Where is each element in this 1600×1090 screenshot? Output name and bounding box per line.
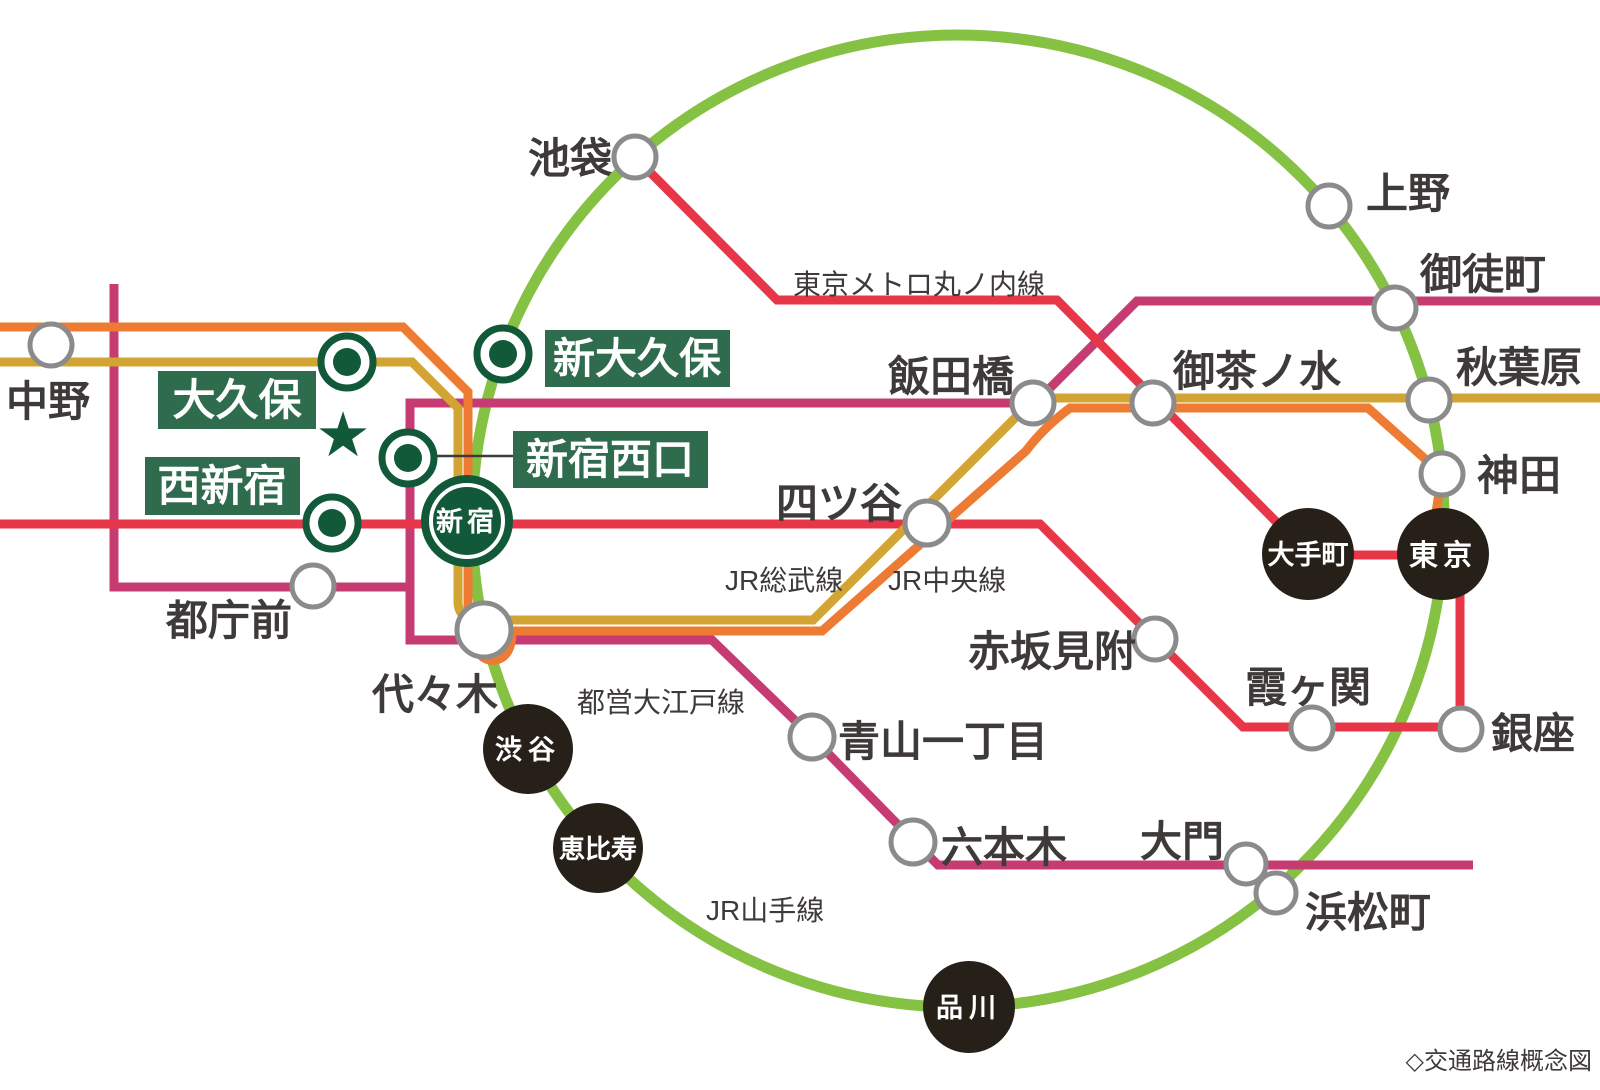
station-yoyogi-marker [454, 600, 514, 660]
station-okubo-label: 大久保 [173, 377, 303, 425]
oedo-line-label: 都営大江戸線 [577, 687, 745, 718]
station-shibuya-label: 渋谷 [495, 735, 561, 765]
shinjuku-nishiguchi-box [513, 431, 708, 488]
station-tokyo-label: 東京 [1409, 538, 1477, 572]
station-aoyama-itchome-label: 青山一丁目 [838, 718, 1048, 765]
station-ochanomizu-marker [1129, 379, 1177, 427]
station-ueno-marker [1305, 182, 1353, 230]
station-kanda-label: 神田 [1477, 452, 1561, 499]
station-akihabara-label: 秋葉原 [1456, 344, 1582, 391]
station-ochanomizu-label: 御茶ノ水 [1172, 348, 1342, 395]
shibuya-disc [483, 704, 573, 794]
station-akihabara-marker [1405, 376, 1453, 424]
shinjuku-inner-ring [429, 483, 505, 559]
station-otemachi-marker: 大手町 [1262, 508, 1354, 600]
station-shin-okubo-marker [473, 324, 533, 384]
station-okubo-marker [317, 332, 377, 392]
nishi-shinjuku-box [145, 457, 300, 515]
station-daimon-label: 大門 [1140, 818, 1224, 865]
marunouchi-line-label: 東京メトロ丸ノ内線 [793, 269, 1045, 300]
star-icon: ★ [315, 401, 371, 470]
station-ginza-marker [1437, 705, 1485, 753]
station-ueno-label: 上野 [1366, 170, 1450, 217]
chuo-line-label: JR中央線 [888, 565, 1006, 596]
yamanote-line-label: JR山手線 [706, 895, 824, 926]
station-kasumigaseki-label: 霞ヶ関 [1245, 664, 1371, 711]
ebisu-disc [553, 803, 643, 893]
station-otemachi-label: 大手町 [1268, 540, 1349, 570]
station-tokyo-marker: 東京 [1397, 508, 1489, 600]
station-shibuya-marker: 渋谷 [483, 704, 573, 794]
station-nishi-shinjuku-label: 西新宿 [158, 463, 287, 511]
station-ginza-label: 銀座 [1491, 710, 1575, 757]
station-shinagawa-label: 品川 [936, 993, 1002, 1023]
station-iidabashi-marker [1009, 379, 1057, 427]
station-ikebukuro-label: 池袋 [528, 135, 612, 182]
station-okachimachi-marker [1371, 284, 1419, 332]
station-roppongi-marker [888, 817, 938, 867]
station-ebisu-label: 恵比寿 [559, 834, 637, 864]
tokyo-disc [1397, 508, 1489, 600]
station-nakano-marker [27, 321, 75, 369]
map-caption: ◇交通路線概念図 [1406, 1048, 1592, 1075]
station-iidabashi-label: 飯田橋 [888, 353, 1014, 400]
sobu-line-label: JR総武線 [725, 565, 843, 596]
okubo-box [158, 371, 316, 429]
shin-okubo-box [545, 330, 730, 387]
station-nakano-label: 中野 [6, 378, 90, 425]
station-akasaka-mitsuke-label: 赤坂見附 [968, 628, 1136, 675]
shin-okubo-label-box: 新大久保 [545, 330, 730, 387]
station-yotsuya-marker [902, 498, 952, 548]
nishi-shinjuku-label-box: 西新宿 [145, 457, 300, 515]
okubo-dot [333, 348, 361, 376]
shinjuku-disc [421, 475, 513, 567]
station-nishi-shinjuku-marker [302, 493, 362, 553]
station-ikebukuro-marker [611, 133, 659, 181]
station-ebisu-marker: 恵比寿 [553, 803, 643, 893]
station-hamamatsucho-label: 浜松町 [1305, 889, 1431, 936]
station-aoyama-itchome-marker [787, 712, 837, 762]
okubo-label-box: 大久保 [158, 371, 316, 429]
station-tochomae-label: 都庁前 [165, 597, 292, 644]
station-tochomae-marker [289, 562, 337, 610]
station-kasumigaseki-marker [1288, 704, 1336, 752]
station-shinagawa-marker: 品川 [923, 961, 1015, 1053]
station-hamamatsucho-marker [1253, 870, 1299, 916]
shin-okubo-dot [489, 340, 517, 368]
station-shinjuku-nishiguchi-label: 新宿西口 [526, 436, 694, 483]
shinjuku-nishiguchi-label-box: 新宿西口 [513, 431, 708, 488]
otemachi-disc [1262, 508, 1354, 600]
station-shin-okubo-label: 新大久保 [553, 335, 722, 382]
station-shinjuku-label: 新宿 [436, 506, 498, 537]
nishi-shinjuku-dot [318, 509, 346, 537]
station-kanda-marker [1418, 450, 1466, 498]
station-akasaka-mitsuke-marker [1131, 615, 1179, 663]
station-okachimachi-label: 御徒町 [1419, 251, 1546, 298]
shinagawa-disc [923, 961, 1015, 1053]
station-yoyogi-label: 代々木 [371, 671, 498, 718]
station-daimon-marker [1223, 841, 1269, 887]
station-shinjuku-marker: 新宿 [421, 475, 513, 567]
station-roppongi-label: 六本木 [941, 824, 1067, 871]
station-yotsuya-label: 四ツ谷 [776, 480, 902, 527]
station-shinjuku-nishiguchi-marker [378, 428, 438, 488]
shinjuku-nishiguchi-dot [394, 444, 422, 472]
